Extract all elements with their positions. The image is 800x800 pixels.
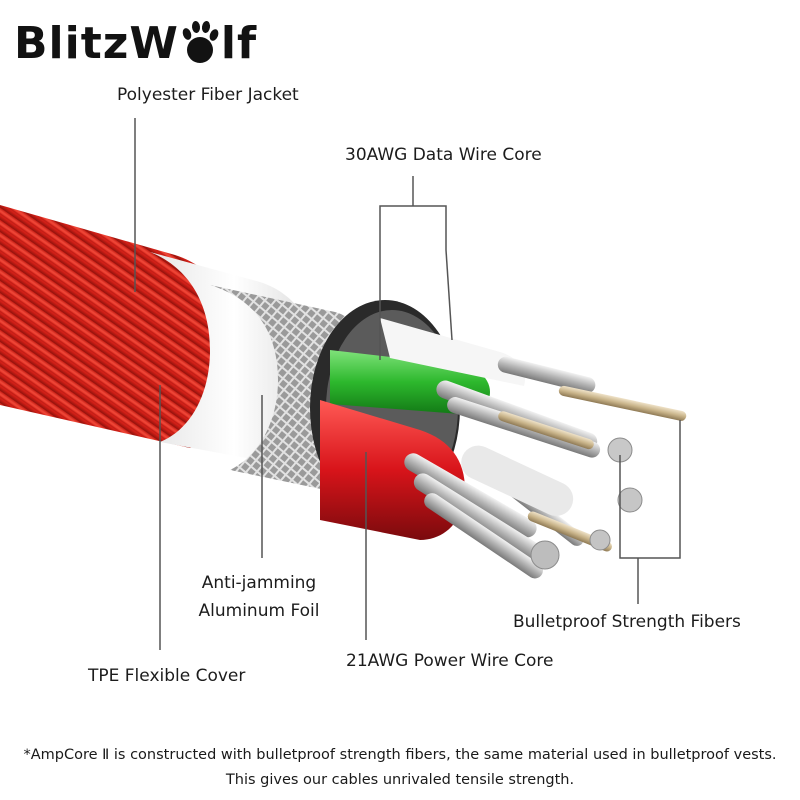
label-polyester-fiber-jacket: Polyester Fiber Jacket (117, 85, 299, 105)
label-tpe-flexible-cover: TPE Flexible Cover (88, 666, 246, 686)
paw-icon (182, 21, 219, 63)
label-anti-jamming-line2: Aluminum Foil (198, 601, 320, 621)
leader-lines (134, 118, 681, 650)
brand-logo: BlitzW lf (14, 8, 257, 78)
label-30awg-data-wire-core: 30AWG Data Wire Core (345, 145, 542, 165)
footnote-line-2: This gives our cables unrivaled tensile … (225, 772, 575, 788)
label-21awg-power-wire-core: 21AWG Power Wire Core (346, 651, 554, 671)
label-bulletproof-strength-fibers: Bulletproof Strength Fibers (513, 612, 741, 632)
label-anti-jamming-foil: Anti-jamming Aluminum Foil (194, 572, 324, 622)
footnote-line-1: *AmpCore Ⅱ is constructed with bulletpro… (23, 747, 777, 763)
brand-logo-text-end: lf (220, 17, 258, 69)
brand-logo-text: BlitzW (14, 17, 179, 69)
label-anti-jamming-line1: Anti-jamming (201, 573, 317, 593)
white-data-core (380, 318, 525, 386)
